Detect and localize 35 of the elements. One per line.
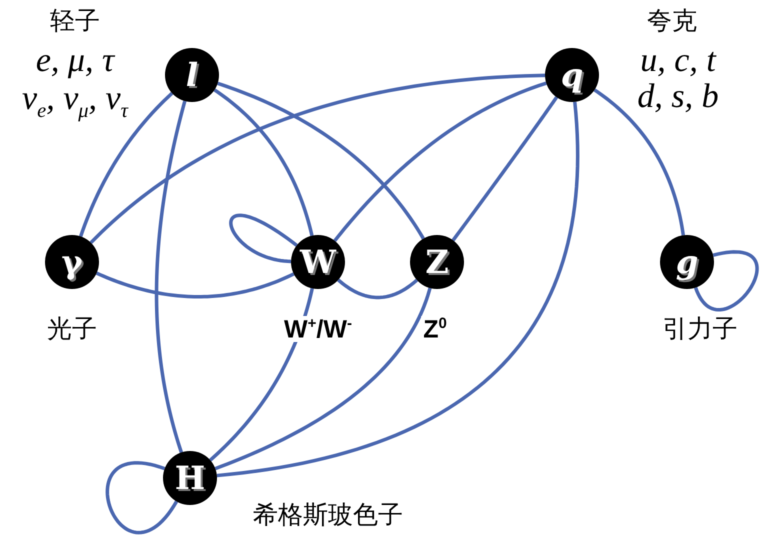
connector-line [694, 250, 759, 312]
particle-symbol: l [186, 59, 198, 91]
particle-circle [163, 451, 217, 505]
particle-circle [291, 235, 345, 289]
particle-symbol: q [560, 59, 584, 91]
particle-symbol: Z [425, 246, 449, 278]
particle-name: 轻子 [48, 8, 102, 33]
connector-line [106, 461, 178, 534]
connector-line [333, 82, 547, 242]
particle-circle [545, 48, 599, 102]
connector-line [214, 88, 314, 236]
connector-line [217, 82, 425, 240]
connector-line [337, 278, 418, 300]
particle-label: d, s, b [635, 80, 721, 114]
particle-name: 夸克 [645, 8, 699, 33]
particle-circle [45, 235, 99, 289]
connector-line [214, 288, 432, 470]
connector-line [216, 102, 580, 478]
particle-symbol: γ [61, 246, 83, 278]
connector-line [154, 100, 187, 453]
connector-line [229, 214, 298, 264]
connector-line [452, 96, 558, 242]
connector-line [79, 92, 174, 237]
connector-line [90, 74, 546, 244]
particle-circle [660, 235, 714, 289]
particle-circle [410, 235, 464, 289]
particle-symbol: H [174, 462, 206, 494]
connector-line [96, 272, 295, 299]
particle-name: 光子 [45, 316, 99, 341]
particle-symbol: g [676, 246, 698, 278]
particle-circle [165, 48, 219, 102]
particle-name: 希格斯玻色子 [251, 502, 405, 527]
particle-symbol: W [300, 246, 336, 278]
particle-label: W$^{+}$/W$^{-}$ [282, 316, 354, 342]
connector-line [594, 88, 685, 236]
